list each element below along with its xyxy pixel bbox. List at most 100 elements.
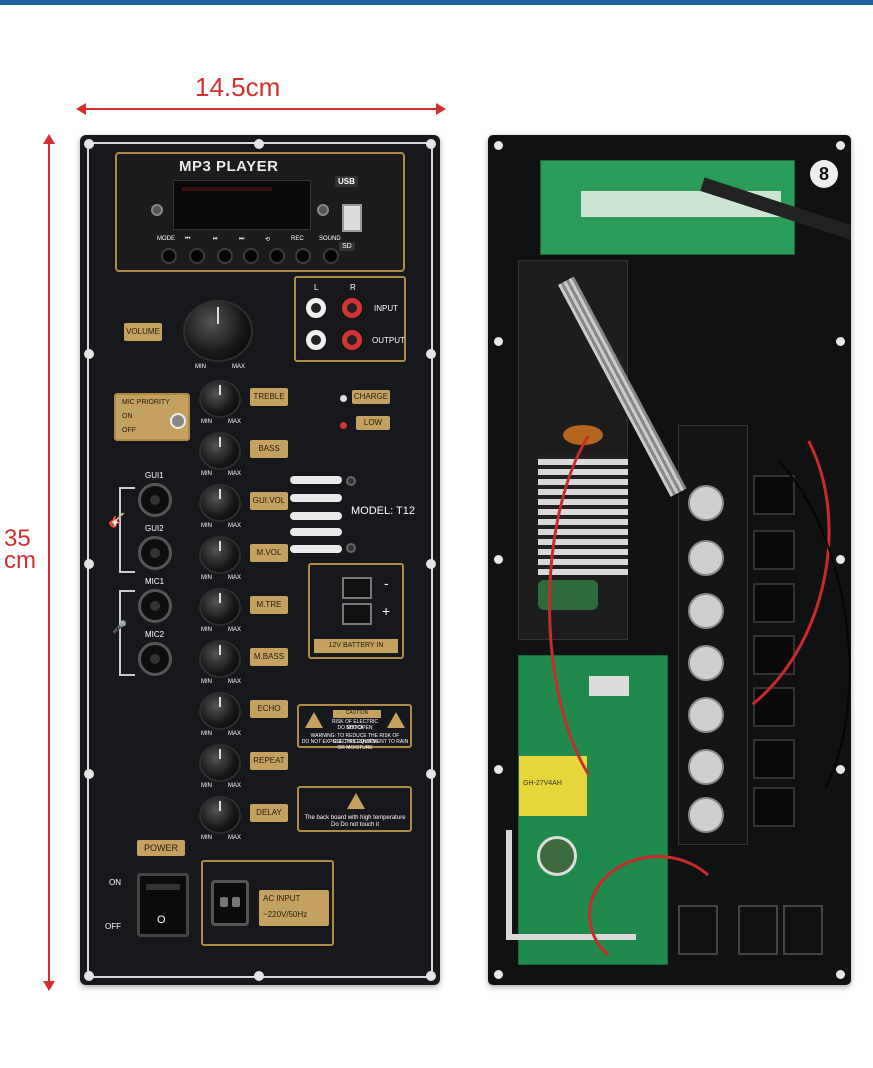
back-connector	[678, 905, 718, 955]
volume-min-label: MIN	[195, 364, 206, 370]
metal-bracket	[506, 830, 636, 940]
width-dimension-label: 14.5cm	[195, 72, 281, 102]
height-dimension-arrow	[43, 134, 55, 991]
caution-line-2: DO NOT OPEN	[337, 725, 373, 731]
ac-input-line-1: AC INPUT	[263, 894, 301, 903]
mp3-button[interactable]	[269, 248, 285, 264]
knob-min-label: MIN	[201, 471, 212, 477]
jack-back	[753, 787, 795, 827]
knob-min-label: MIN	[201, 679, 212, 685]
battery-terminal-positive[interactable]	[342, 603, 372, 625]
height-dimension-value: 35	[4, 525, 31, 552]
screw-hole	[426, 769, 436, 779]
knob-min-label: MIN	[201, 835, 212, 841]
rca-input-left[interactable]	[306, 298, 326, 318]
control-knob-treble[interactable]	[199, 380, 241, 418]
transformer: GH-27V4AH	[519, 756, 587, 816]
screw-hole	[254, 139, 264, 149]
jack-back	[753, 635, 795, 675]
control-knob-m-bass[interactable]	[199, 640, 241, 678]
width-dimension-arrow	[76, 103, 446, 115]
warning-triangle-icon	[347, 793, 365, 809]
control-knob-bass[interactable]	[199, 432, 241, 470]
mic1-jack[interactable]	[138, 589, 172, 623]
ac-power-socket[interactable]	[211, 880, 249, 926]
rca-input-right[interactable]	[342, 298, 362, 318]
knob-max-label: MAX	[228, 575, 242, 581]
control-knob-repeat[interactable]	[199, 744, 241, 782]
rocker-top-edge	[146, 884, 180, 890]
mic2-jack[interactable]	[138, 642, 172, 676]
control-label: TREBLE	[250, 388, 288, 406]
knob-min-label: MIN	[201, 575, 212, 581]
mp3-button[interactable]	[189, 248, 205, 264]
mp3-button[interactable]	[295, 248, 311, 264]
power-label: POWER	[137, 840, 185, 856]
screw-hole	[84, 971, 94, 981]
mic2-label: MIC2	[145, 630, 165, 639]
height-dimension-label: 35 cm	[4, 525, 48, 573]
mic-priority-switch[interactable]	[170, 413, 186, 429]
warning-triangle-icon	[305, 712, 323, 728]
red-wire	[588, 855, 728, 975]
output-label: OUTPUT	[372, 336, 405, 345]
mounting-hole	[494, 337, 503, 346]
gui2-jack[interactable]	[138, 536, 172, 570]
knob-min-label: MIN	[201, 419, 212, 425]
mounting-hole	[494, 555, 503, 564]
screw-hole	[254, 971, 264, 981]
vent-slot	[290, 528, 342, 536]
knob-max-label: MAX	[228, 627, 242, 633]
mp3-button[interactable]	[243, 248, 259, 264]
screw-hole	[84, 349, 94, 359]
usb-port[interactable]	[342, 204, 362, 232]
jack-back	[753, 687, 795, 727]
amplifier-back-panel: 8 GH-27V4AH	[488, 135, 851, 985]
gui1-jack[interactable]	[138, 483, 172, 517]
ac-input-label-plate: AC INPUT ~220V/50Hz	[259, 890, 329, 926]
screw-hole	[426, 971, 436, 981]
screw-icon	[346, 543, 356, 553]
volume-knob[interactable]	[183, 300, 253, 362]
mic-priority-panel: MIC PRIORITY ON OFF	[114, 393, 190, 441]
large-capacitor	[537, 836, 577, 876]
mp3-button-label: ⏮	[185, 236, 191, 242]
control-knob-echo[interactable]	[199, 692, 241, 730]
jack-back	[753, 739, 795, 779]
jack-back	[753, 583, 795, 623]
mic1-label: MIC1	[145, 577, 165, 586]
mp3-button[interactable]	[323, 248, 339, 264]
input-label: INPUT	[374, 304, 398, 313]
control-knob-delay[interactable]	[199, 796, 241, 834]
rocker-off-glyph: O	[157, 914, 166, 926]
mounting-hole	[836, 970, 845, 979]
gui1-label: GUI1	[145, 471, 164, 480]
mp3-button-label: ⏭	[239, 236, 245, 242]
socket-pin-icon	[232, 897, 240, 907]
control-knob-m-tre[interactable]	[199, 588, 241, 626]
knob-min-label: MIN	[201, 731, 212, 737]
low-label: LOW	[356, 416, 390, 430]
screw-hole	[426, 349, 436, 359]
heat-warning-box: The back board with high temperature Do …	[297, 786, 412, 832]
power-rocker-switch[interactable]: O	[137, 873, 189, 937]
control-knob-m-vol[interactable]	[199, 536, 241, 574]
mp3-button[interactable]	[217, 248, 233, 264]
mic-priority-title: MIC PRIORITY	[122, 399, 170, 406]
control-knob-gui-vol[interactable]	[199, 484, 241, 522]
mp3-button[interactable]	[161, 248, 177, 264]
socket-pin-icon	[220, 897, 228, 907]
mounting-hole	[836, 141, 845, 150]
mp3-button-label: ⟲	[265, 237, 271, 243]
mp3-button-label: ⏯	[213, 236, 218, 242]
knob-max-label: MAX	[228, 523, 242, 529]
mic-priority-off: OFF	[122, 427, 136, 434]
charge-label: CHARGE	[352, 390, 390, 404]
rca-output-right[interactable]	[342, 330, 362, 350]
indicator-led-icon	[317, 204, 329, 216]
rca-output-left[interactable]	[306, 330, 326, 350]
battery-terminal-negative[interactable]	[342, 577, 372, 599]
gui2-label: GUI2	[145, 524, 164, 533]
knob-max-label: MAX	[228, 679, 242, 685]
